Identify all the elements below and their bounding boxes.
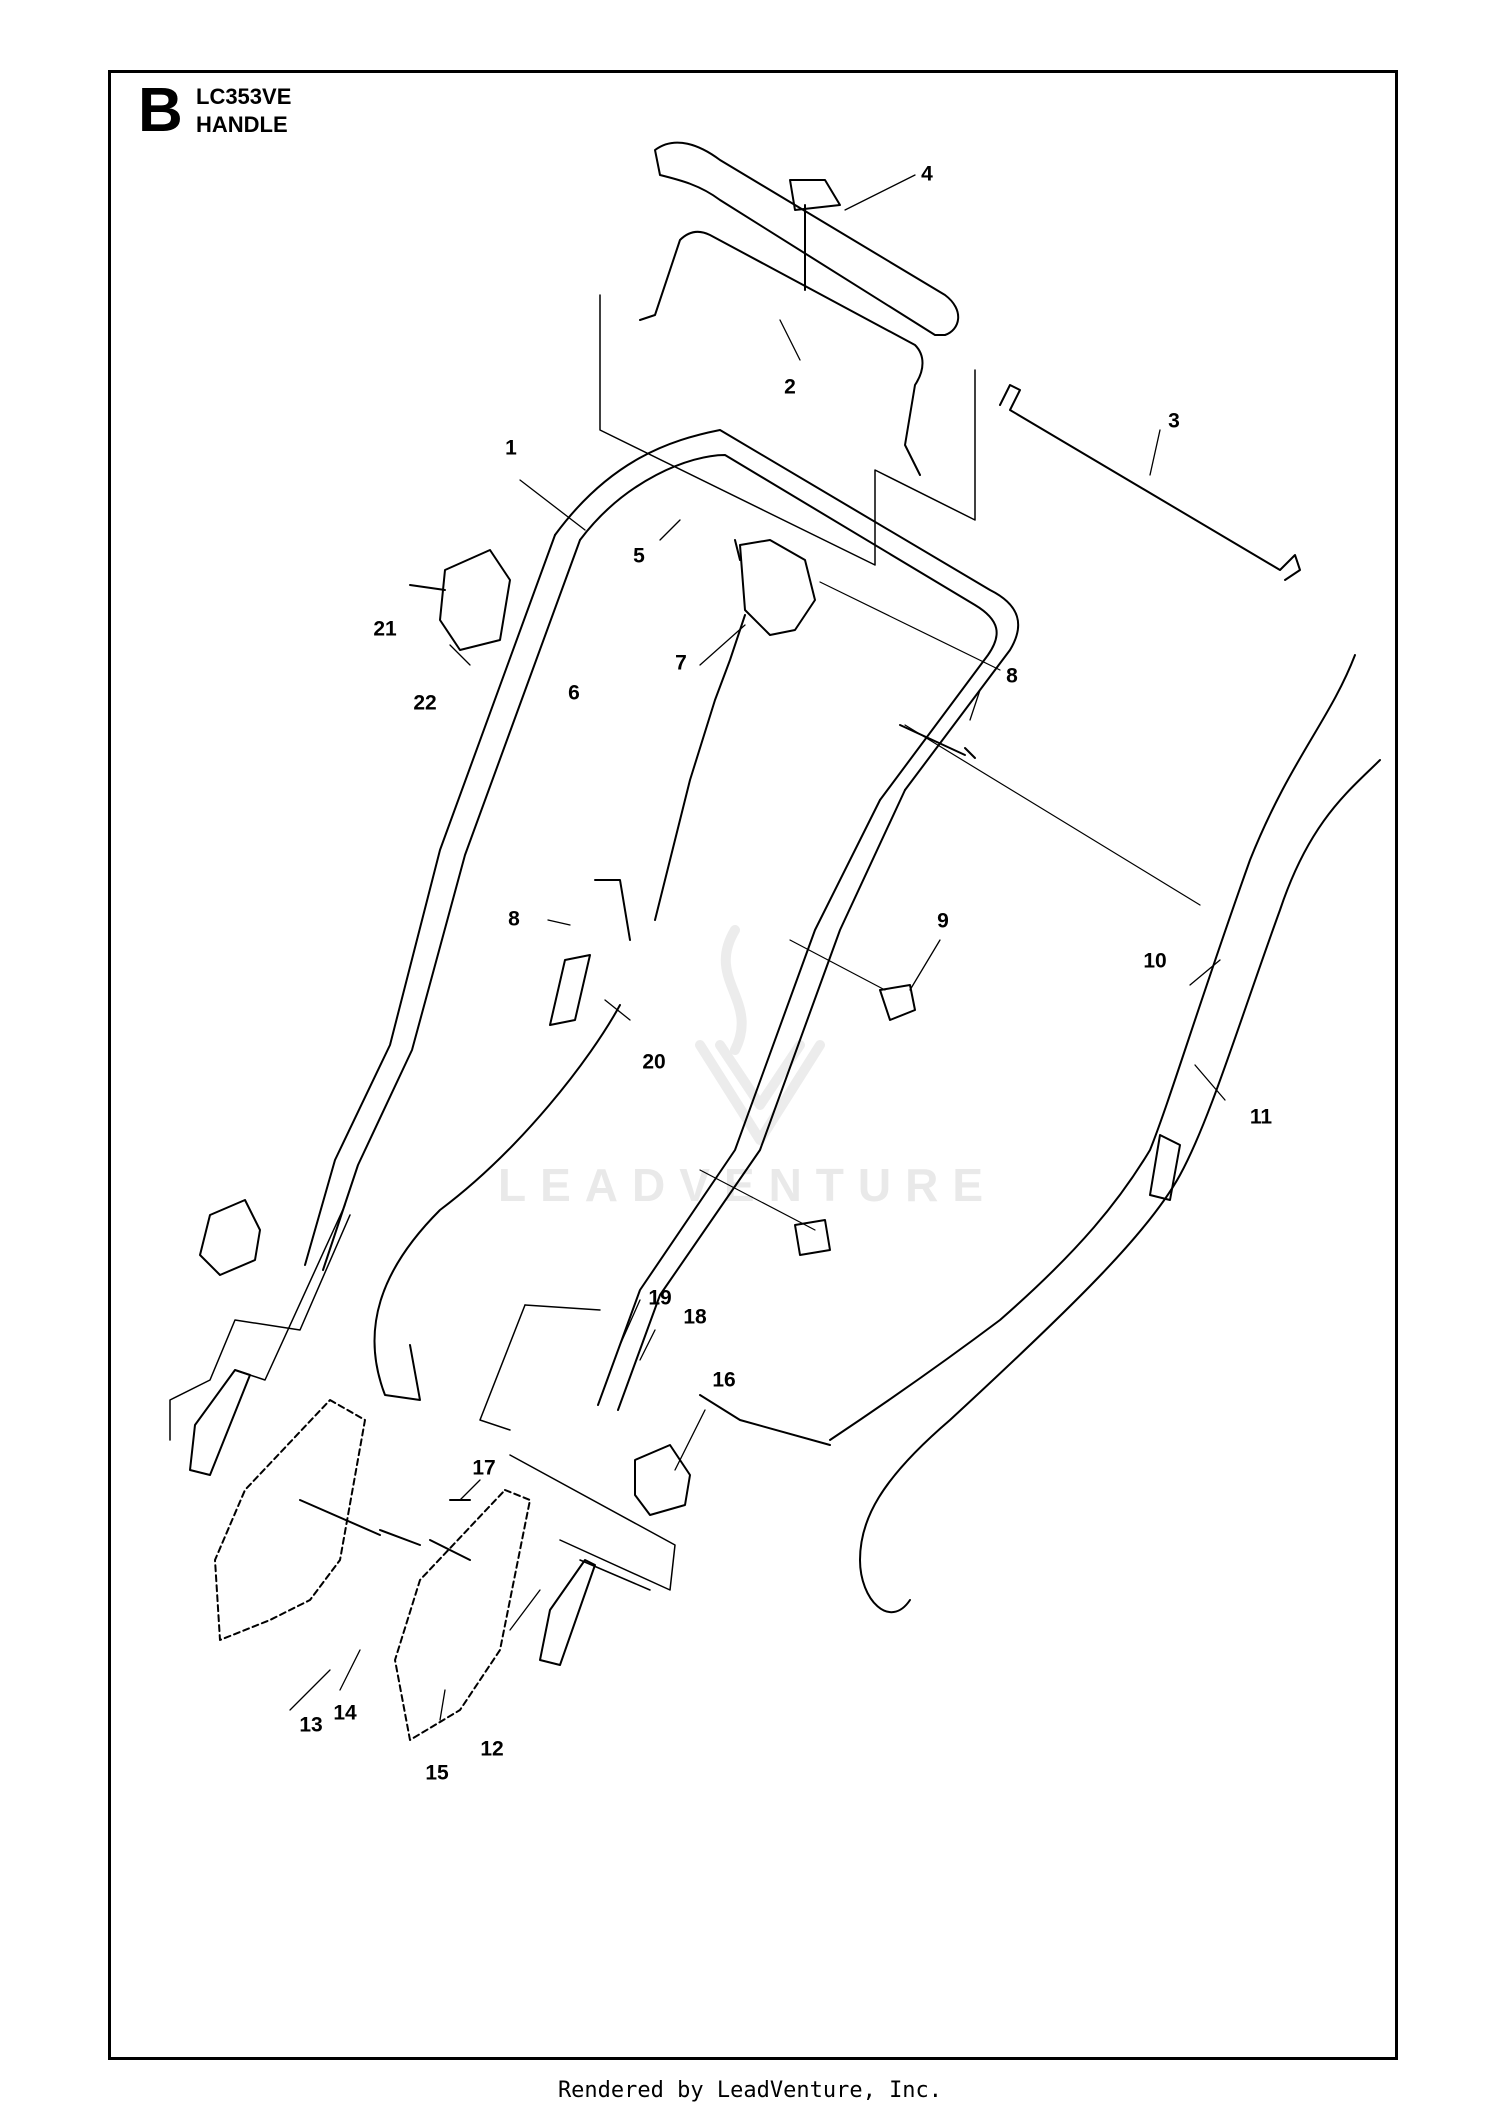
callout-leaders (289, 174, 1226, 1721)
main-handle-tube (304, 429, 1020, 1411)
callout-label: 22 (413, 691, 437, 715)
long-cables (699, 654, 1381, 1614)
callout-label: 5 (633, 544, 645, 568)
handle-knobs (199, 1199, 691, 1516)
callout-label: 14 (333, 1701, 357, 1725)
callout-label: 1 (505, 436, 517, 460)
diagram-frame (108, 70, 1398, 2060)
cable-clip (549, 879, 631, 1026)
section-letter: B (138, 76, 183, 145)
top-grip (654, 141, 960, 336)
callout-label: 8 (1006, 664, 1018, 688)
bail-bracket (599, 294, 976, 566)
control-rod (999, 384, 1301, 581)
dashed-plates (214, 1399, 531, 1741)
callout-label: 9 (937, 909, 949, 933)
throttle-control (654, 539, 816, 921)
callout-label: 10 (1143, 949, 1167, 973)
drive-cable (373, 1004, 621, 1401)
model-number: LC353VE (196, 84, 292, 109)
watermark: LEADVENTURE (498, 1159, 998, 1211)
leader-lines (699, 581, 1201, 1231)
callout-label: 13 (299, 1713, 323, 1737)
callout-label: 18 (683, 1305, 707, 1329)
pivot-bolts (299, 1499, 471, 1561)
right-lower-bracket (479, 1304, 676, 1591)
bail-wire (639, 204, 924, 476)
height-adjust-plates (189, 1369, 596, 1666)
cable-guide-clip (794, 984, 916, 1256)
callout-label: 21 (373, 617, 397, 641)
callout-label: 16 (712, 1368, 736, 1392)
handle-bolt (899, 724, 976, 759)
callout-label: 17 (472, 1456, 496, 1480)
callout-label: 7 (675, 651, 687, 675)
left-lower-bracket (169, 1204, 351, 1441)
switch-housing (409, 549, 511, 651)
footer-credit: Rendered by LeadVenture, Inc. (557, 2078, 943, 2103)
callout-label: 4 (921, 162, 933, 186)
callout-label: 2 (784, 375, 796, 399)
callout-label: 11 (1249, 1105, 1273, 1129)
callout-label: 19 (648, 1286, 672, 1310)
callout-label: 3 (1168, 409, 1180, 433)
callout-label: 15 (425, 1761, 449, 1785)
watermark-logo (695, 925, 825, 1145)
callout-label: 6 (568, 681, 580, 705)
callout-label: 12 (480, 1737, 504, 1761)
callout-label: 20 (642, 1050, 666, 1074)
callout-label: 8 (508, 907, 520, 931)
diagram-title: HANDLE (196, 112, 288, 137)
